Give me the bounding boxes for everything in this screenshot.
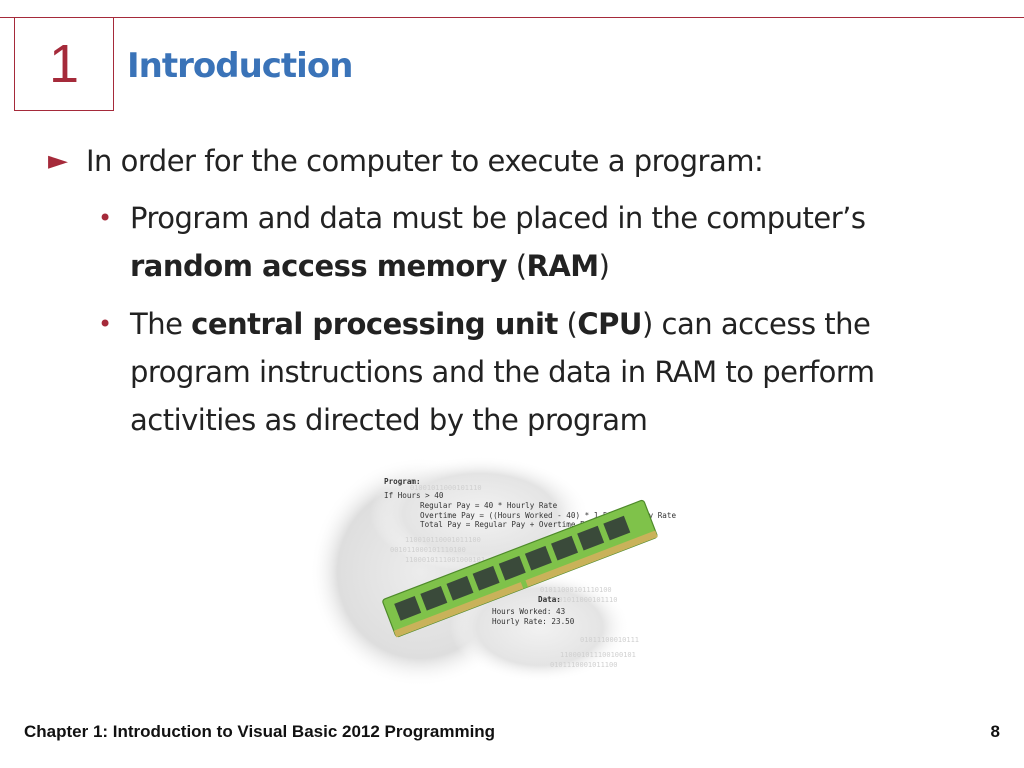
binary-pattern: 01001011000101110 110010110001011100 001… [390,484,639,669]
svg-text:110001011100100101: 110001011100100101 [560,651,636,659]
program-line: Total Pay = Regular Pay + Overtime Pay [420,520,594,529]
bold-term: central processing unit [191,307,558,341]
program-line: If Hours > 40 [384,491,444,500]
bold-term: random access memory [130,249,507,283]
chapter-number-box: 1 [14,17,114,111]
svg-text:01011100010111: 01011100010111 [580,636,639,644]
slide-content: ► In order for the computer to execute a… [48,138,978,444]
program-line: Overtime Pay = ((Hours Worked - 40) * 1.… [420,511,676,520]
footer-chapter-label: Chapter 1: Introduction to Visual Basic … [24,722,496,741]
sub-bullet-text: The central processing unit (CPU) can ac… [130,307,875,437]
svg-text:1100010111001000101: 1100010111001000101 [405,556,485,564]
arrow-bullet-icon: ► [48,146,68,176]
page-number: 8 [990,722,1000,741]
data-heading: Data: [538,595,561,604]
svg-text:1001011000101110: 1001011000101110 [550,596,617,604]
svg-text:0101110001011100: 0101110001011100 [550,661,617,669]
header-rule [0,17,1024,18]
data-line: Hourly Rate: 23.50 [492,617,575,626]
main-bullet-text: In order for the computer to execute a p… [86,144,764,178]
bullet-dot-icon: • [98,204,112,232]
main-bullet: ► In order for the computer to execute a… [48,138,978,184]
bold-acronym: CPU [577,307,642,341]
svg-text:01011000101110100: 01011000101110100 [540,586,612,594]
program-line: Regular Pay = 40 * Hourly Rate [420,501,558,510]
slide-title: Introduction [127,46,353,86]
memory-chips [394,515,631,621]
chapter-number: 1 [48,34,80,94]
ram-module [382,499,658,638]
sub-bullet-text: Program and data must be placed in the c… [130,201,866,283]
svg-text:001011000101110100: 001011000101110100 [390,546,466,554]
ram-illustration: 01001011000101110 110010110001011100 001… [310,452,730,692]
data-line: Hours Worked: 43 [492,607,565,616]
sub-bullet-ram: • Program and data must be placed in the… [98,194,978,290]
svg-text:110010110001011100: 110010110001011100 [405,536,481,544]
svg-text:01001011000101110: 01001011000101110 [410,484,482,492]
sub-bullet-cpu: • The central processing unit (CPU) can … [98,300,978,444]
program-heading: Program: [384,477,421,486]
bold-acronym: RAM [526,249,600,283]
bullet-dot-icon: • [98,310,112,338]
